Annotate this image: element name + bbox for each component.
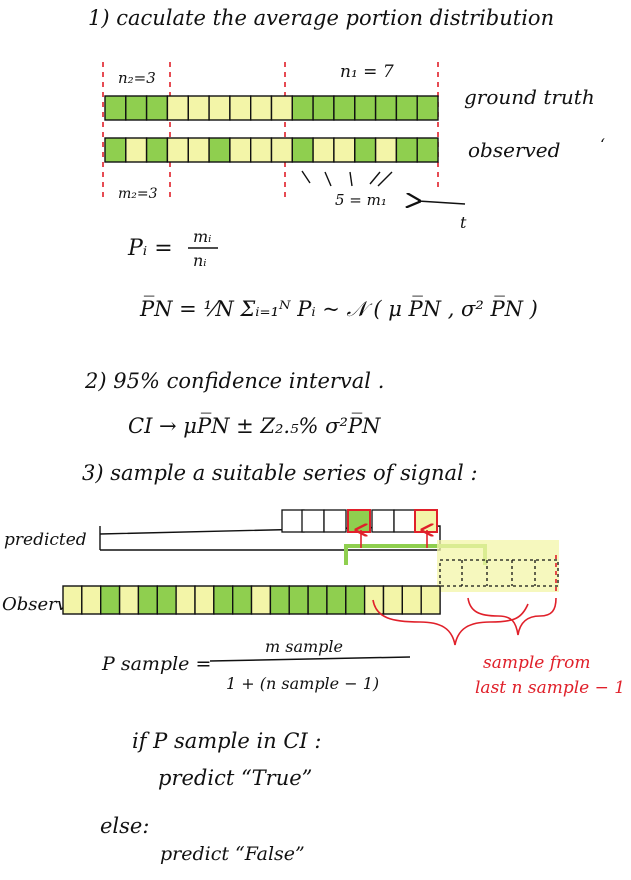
observed-lower-cell bbox=[194, 585, 215, 615]
ground-truth-cell bbox=[333, 95, 356, 121]
predicted-cell bbox=[414, 509, 438, 533]
observed-lower-cell bbox=[231, 585, 253, 615]
pi-denominator: nᵢ bbox=[193, 251, 207, 270]
ground-truth-cell bbox=[416, 95, 439, 121]
pi-lhs: Pᵢ = bbox=[127, 236, 173, 261]
ground-truth-cell bbox=[395, 95, 418, 121]
dashed-guides bbox=[102, 62, 439, 200]
observed-cell bbox=[291, 137, 314, 163]
n2-label: n₂=3 bbox=[118, 69, 156, 87]
time-arrow bbox=[418, 201, 466, 204]
count-ticks bbox=[301, 170, 393, 187]
observed-lower-cell bbox=[345, 585, 366, 615]
observed-lower-cell bbox=[250, 585, 272, 615]
predicted-bar bbox=[99, 509, 441, 551]
ground-truth-cell bbox=[270, 95, 293, 121]
ground-truth-cell bbox=[104, 95, 127, 121]
n1-label: n₁ = 7 bbox=[340, 62, 394, 82]
observed-cell bbox=[104, 137, 127, 163]
else-line: else: bbox=[100, 814, 149, 838]
observed-cell bbox=[208, 137, 231, 163]
future-highlight bbox=[437, 540, 559, 592]
time-label: t bbox=[460, 213, 467, 232]
m2-label: m₂=3 bbox=[118, 186, 158, 202]
psample-numerator: m sample bbox=[265, 637, 343, 656]
observed-lower-cell bbox=[326, 585, 347, 615]
predicted-cell bbox=[393, 509, 417, 533]
observed-cell bbox=[270, 137, 293, 163]
ground-truth-label: ground truth bbox=[464, 85, 595, 109]
ground-truth-cell bbox=[312, 95, 335, 121]
observed-lower-cell bbox=[382, 585, 404, 615]
annotation-line1: sample from bbox=[483, 653, 591, 673]
observed-cell bbox=[229, 137, 252, 163]
ground-truth-cell bbox=[125, 95, 148, 121]
observed-lower-cell bbox=[288, 585, 309, 615]
observed-cell bbox=[354, 137, 377, 163]
ground-truth-cell bbox=[187, 95, 210, 121]
predicted-label: predicted bbox=[4, 530, 87, 550]
ground-truth-bar bbox=[104, 95, 439, 121]
ground-truth-cell bbox=[249, 95, 273, 121]
observed-lower-cell bbox=[156, 585, 177, 615]
psample-denominator: 1 + (n sample − 1) bbox=[226, 674, 379, 693]
observed-lower-cell bbox=[137, 585, 158, 615]
observed-lower-cell bbox=[269, 585, 290, 615]
observed-label: observed bbox=[468, 138, 560, 162]
predict-false: predict “False” bbox=[160, 843, 305, 865]
if-line: if P sample in CI : bbox=[132, 729, 321, 753]
predicted-cell bbox=[371, 509, 395, 533]
observed-cell bbox=[249, 137, 273, 163]
ground-truth-cell bbox=[374, 95, 398, 121]
pbar-formula: P̅N = ¹⁄N Σᵢ₌₁ᴺ Pᵢ ~ 𝒩 ( μ P̅N , σ² P̅N … bbox=[139, 296, 538, 321]
ground-truth-cell bbox=[145, 95, 169, 121]
predicted-outline bbox=[99, 525, 441, 551]
psample-fraction-bar bbox=[209, 656, 411, 662]
ground-truth-cell bbox=[291, 95, 314, 121]
ground-truth-cell bbox=[229, 95, 252, 121]
ci-formula: CI → μP̅N ± Z₂.₅% σ²P̅N bbox=[128, 413, 381, 438]
observed-cell bbox=[416, 137, 439, 163]
red-braces bbox=[372, 597, 557, 646]
observed-lower-cell bbox=[420, 585, 441, 615]
ground-truth-cell bbox=[354, 95, 377, 121]
observed-cell bbox=[374, 137, 398, 163]
observed-cell bbox=[145, 137, 169, 163]
observed-cell bbox=[333, 137, 356, 163]
observed-lower-cell bbox=[213, 585, 234, 615]
future-dotted-cells bbox=[439, 559, 559, 587]
ground-truth-cell bbox=[166, 95, 189, 121]
observed-cell bbox=[187, 137, 210, 163]
observed-cell bbox=[312, 137, 335, 163]
step3-title: 3) sample a suitable series of signal : bbox=[82, 461, 478, 485]
stray-mark: ʻ bbox=[600, 135, 605, 154]
observed-lower-cell bbox=[363, 585, 385, 615]
m1-label: 5 = m₁ bbox=[335, 191, 387, 209]
observed-cell bbox=[166, 137, 189, 163]
predicted-cell bbox=[323, 509, 347, 533]
observed-lower-cell bbox=[175, 585, 196, 615]
observed-lower-bar bbox=[62, 585, 441, 615]
predict-true: predict “True” bbox=[158, 766, 312, 790]
annotation-line2: last n sample − 1 bbox=[475, 678, 625, 698]
observed-lower-cell bbox=[62, 585, 83, 615]
observed-cell bbox=[395, 137, 418, 163]
predicted-cell bbox=[301, 509, 325, 533]
observed-lower-cell bbox=[99, 585, 121, 615]
predicted-cell bbox=[281, 509, 305, 533]
ground-truth-cell bbox=[208, 95, 231, 121]
observed-lower-cell bbox=[118, 585, 140, 615]
step1-title: 1) caculate the average portion distribu… bbox=[88, 6, 554, 30]
observed-lower-cell bbox=[81, 585, 102, 615]
step2-title: 2) 95% confidence interval . bbox=[84, 369, 384, 393]
psample-lhs: P sample = bbox=[101, 653, 211, 675]
observed-lower-cell bbox=[401, 585, 422, 615]
observed-bar bbox=[104, 137, 439, 163]
observed-lower-cell bbox=[307, 585, 328, 615]
observed-cell bbox=[125, 137, 148, 163]
pi-numerator: mᵢ bbox=[193, 227, 211, 246]
predicted-cell bbox=[347, 509, 371, 533]
